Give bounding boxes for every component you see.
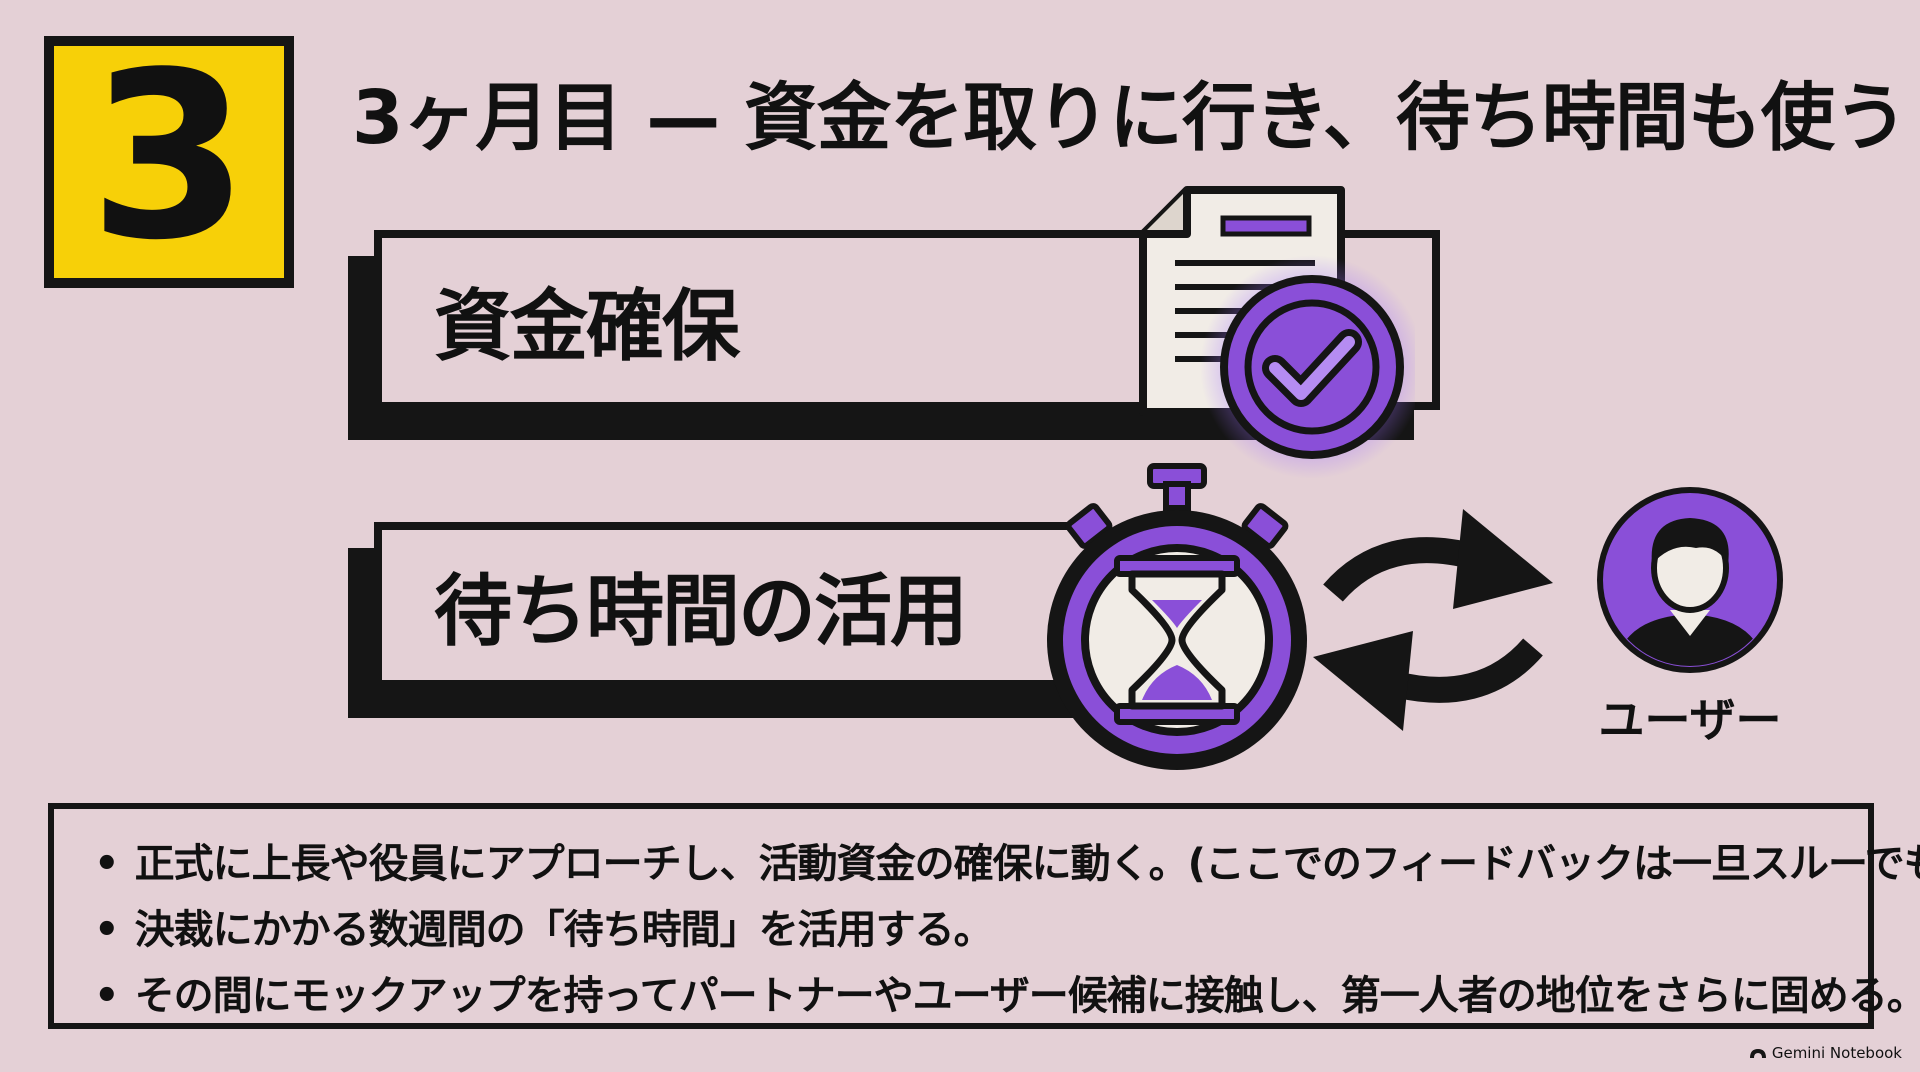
gemini-logo-icon bbox=[1749, 1049, 1766, 1058]
footer-text: Gemini Notebook bbox=[1771, 1044, 1902, 1062]
list-item: 決裁にかかる数週間の「待ち時間」を活用する。 bbox=[94, 897, 1838, 963]
list-item: その間にモックアップを持ってパートナーやユーザー候補に接触し、第一人者の地位をさ… bbox=[94, 963, 1920, 1029]
footer-brand: Gemini Notebook bbox=[1749, 1044, 1902, 1062]
notes-box: 正式に上長や役員にアプローチし、活動資金の確保に動く。(ここでのフィードバックは… bbox=[48, 803, 1920, 1029]
slide-title: 3ヶ月目 — 資金を取りに行き、待ち時間も使う bbox=[352, 75, 1908, 161]
list-item: 正式に上長や役員にアプローチし、活動資金の確保に動く。(ここでのフィードバックは… bbox=[94, 831, 1920, 897]
notes-list: 正式に上長や役員にアプローチし、活動資金の確保に動く。(ここでのフィードバックは… bbox=[94, 831, 1920, 1029]
user-label: ユーザー bbox=[1598, 693, 1782, 747]
document-check-icon bbox=[1139, 186, 1415, 479]
step-number: 3 bbox=[88, 24, 250, 291]
hourglass-stopwatch-icon bbox=[1047, 463, 1307, 770]
card-funding-label: 資金確保 bbox=[434, 282, 740, 372]
card-waiting-time: 待ち時間の活用 bbox=[374, 522, 1094, 688]
user-avatar-icon bbox=[1597, 487, 1783, 673]
card-waiting-label: 待ち時間の活用 bbox=[434, 567, 968, 657]
cycle-arrows-icon bbox=[1313, 509, 1553, 731]
step-number-badge: 3 bbox=[44, 36, 294, 288]
